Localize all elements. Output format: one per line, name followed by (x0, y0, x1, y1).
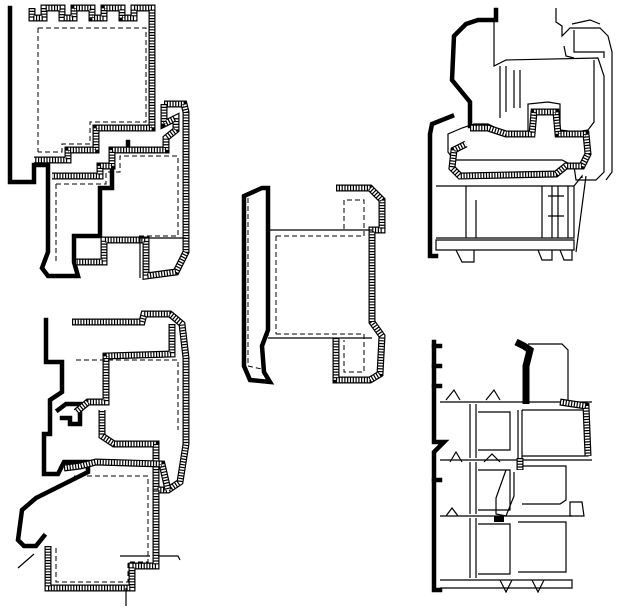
panel-bottom-left (15, 310, 190, 606)
sash-outline (7, 5, 131, 279)
panel-center (241, 184, 386, 385)
panel-top-left (7, 4, 190, 280)
gasket-block (494, 516, 504, 522)
sill-weatherbar (15, 317, 91, 549)
panel-bottom-right (431, 338, 592, 594)
panel-top-right (427, 7, 613, 263)
sash-seal-band (28, 4, 156, 164)
